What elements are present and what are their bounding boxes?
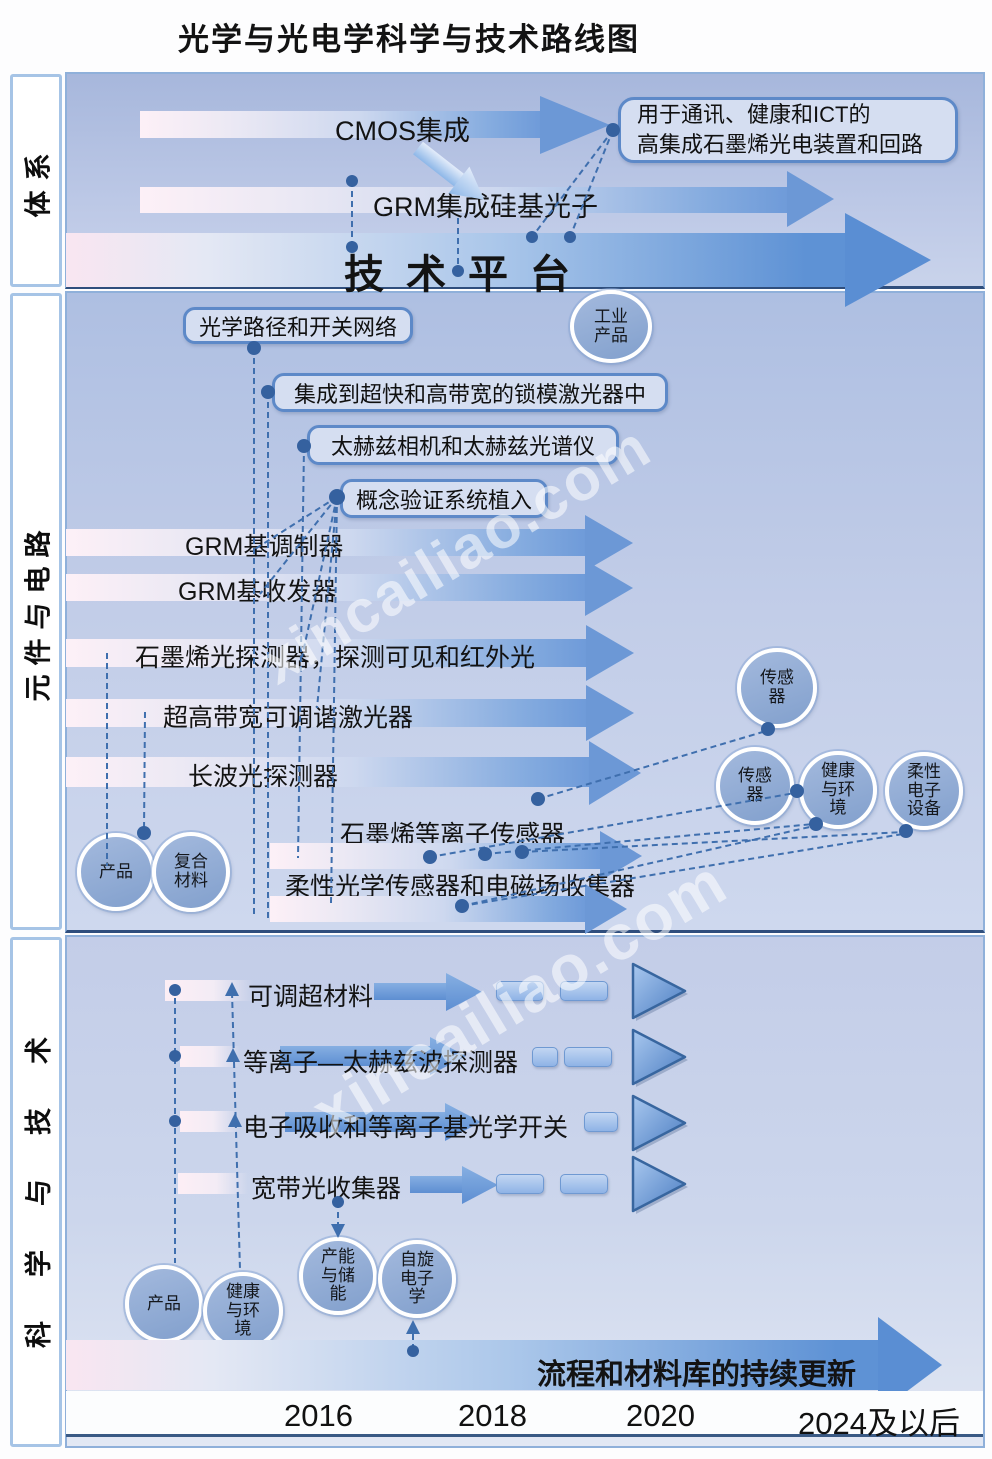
circle-product-science: 产品 <box>125 1265 203 1343</box>
box-thz-camera-spectrometer: 太赫兹相机和太赫兹光谱仪 <box>307 425 619 465</box>
box-modelocked-lasers: 集成到超快和高带宽的锁模激光器中 <box>272 373 668 412</box>
banner-label: 流程和材料库的持续更新 <box>537 1359 857 1391</box>
dash-segment <box>532 1047 558 1067</box>
banner-arrow-bar <box>66 1340 878 1390</box>
dash-segment <box>496 1174 544 1194</box>
box-proof-of-concept: 概念验证系统植入 <box>340 479 548 518</box>
section-label-system-text: 体系 <box>23 143 54 218</box>
row-longwave-detector-bar <box>66 757 589 787</box>
row-grm-transceiver-label: GRM基收发器 <box>178 578 337 606</box>
circle-flexible-electronics: 柔性 电子 设备 <box>885 752 963 830</box>
timeline-label-2018: 2018 <box>458 1398 527 1433</box>
circle-health-environment-science: 健康 与环 境 <box>203 1272 283 1350</box>
row-tunable-laser-label: 超高带宽可调谐激光器 <box>163 704 414 732</box>
timeline-label-2016: 2016 <box>284 1398 353 1433</box>
row-grm-modulator-label: GRM基调制器 <box>185 533 344 561</box>
callout-integrated-devices: 用于通讯、健康和ICT的 高集成石墨烯光电装置和回路 <box>618 97 958 163</box>
dash-segment <box>584 1112 618 1132</box>
section-label-components-text: 元件与电路 <box>23 521 54 702</box>
cmos-arrow-label: CMOS集成 <box>335 116 470 146</box>
row-metamaterials-stub <box>165 980 253 1001</box>
row-metamaterials-arrow-bar <box>374 983 446 1000</box>
row-electro-absorption-arrow-bar <box>285 1112 445 1132</box>
row-metamaterials-label: 可调超材料 <box>248 983 374 1011</box>
row-graphene-photodetector-label: 石墨烯光探测器，探测可见和红外光 <box>135 644 536 672</box>
section-label-components: 元件与电路 <box>10 293 62 930</box>
page-title: 光学与光电学科学与技术路线图 <box>178 22 640 57</box>
platform-arrow-label: 技术平台 <box>344 253 592 297</box>
circle-industry-product: 工业 产品 <box>570 290 652 363</box>
section-label-science-text: 科学与技术 <box>23 992 54 1348</box>
row-plasmon-thz-label: 等离子—太赫兹波探测器 <box>243 1049 519 1077</box>
row-plasmonic-sensor-bar <box>270 843 600 869</box>
row-broadband-collector-stub <box>178 1173 248 1194</box>
circle-sensor: 传感 器 <box>716 747 794 825</box>
dash-segment <box>560 1174 608 1194</box>
timeline-label-2020: 2020 <box>626 1398 695 1433</box>
circle-spintronics: 自旋 电子 学 <box>378 1240 456 1318</box>
row-longwave-detector-label: 长波光探测器 <box>188 763 339 791</box>
circle-composite-material: 复合 材料 <box>152 832 230 912</box>
section-label-system: 体系 <box>10 74 62 287</box>
dash-segment <box>564 1047 612 1067</box>
circle-sensor-top: 传感 器 <box>737 648 817 728</box>
circle-product-components: 产品 <box>77 833 155 911</box>
row-broadband-collector-arrow-bar <box>410 1176 462 1193</box>
row-plasmon-thz-stub <box>180 1046 240 1067</box>
row-broadband-collector-label: 宽带光收集器 <box>251 1175 402 1203</box>
row-electro-absorption-label: 电子吸收和等离子基光学开关 <box>243 1114 569 1142</box>
box-optical-path-network: 光学路径和开关网络 <box>183 307 413 344</box>
section-label-science: 科学与技术 <box>10 937 62 1447</box>
cmos-arrow-bar <box>140 111 540 138</box>
timeline-strip <box>66 1391 983 1437</box>
grm-silicon-arrow-label: GRM集成硅基光子 <box>373 192 598 222</box>
platform-arrow-bar <box>66 233 845 287</box>
dash-segment <box>560 981 608 1001</box>
row-electro-absorption-stub <box>180 1111 240 1132</box>
dash-segment <box>496 981 544 1001</box>
circle-energy-storage: 产能 与储 能 <box>299 1237 377 1315</box>
row-plasmon-thz-arrow-bar <box>280 1046 430 1066</box>
circle-health-environment-components: 健康 与环 境 <box>799 751 877 829</box>
timeline-label-2024: 2024及以后 <box>798 1406 960 1441</box>
row-flexible-sensor-bar <box>270 896 585 922</box>
